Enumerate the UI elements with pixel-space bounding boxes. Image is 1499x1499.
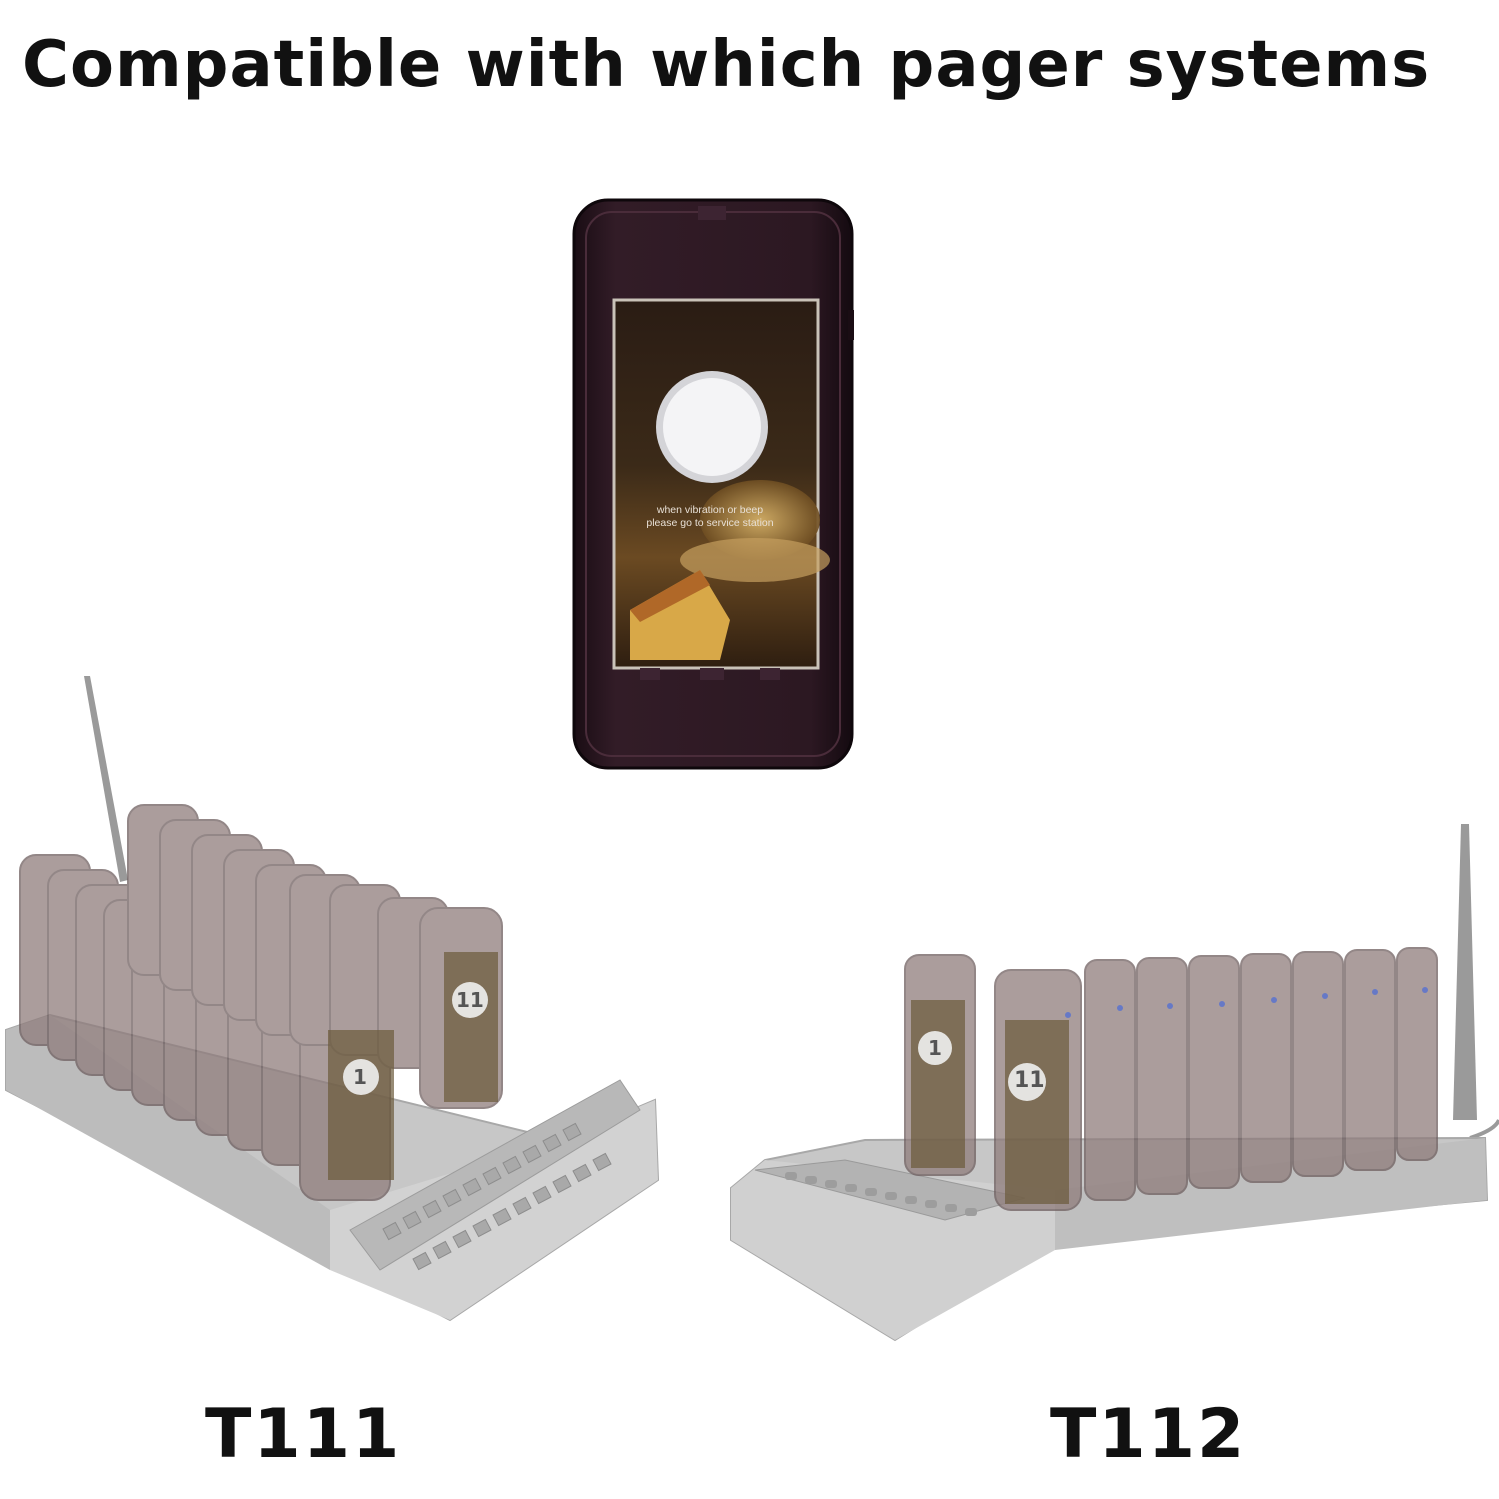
pager-screen-line-2: please go to service station xyxy=(646,517,774,529)
page-title: Compatible with which pager systems xyxy=(22,28,1431,102)
t112-illustration xyxy=(730,824,1499,1342)
model-label-t112: T112 xyxy=(1050,1395,1247,1474)
t111-base-station xyxy=(0,670,670,1360)
t112-pager-number-1: 1 xyxy=(928,1036,942,1060)
pager-device: when vibration or beep please go to serv… xyxy=(560,190,870,780)
pager-screen-text: when vibration or beep please go to serv… xyxy=(610,504,810,530)
t111-pager-number-1: 1 xyxy=(353,1065,367,1089)
t111-keypad xyxy=(382,1122,612,1271)
t112-keypad xyxy=(785,1172,977,1216)
t111-illustration xyxy=(5,676,660,1322)
t112-pager-number-11: 11 xyxy=(1014,1068,1045,1093)
model-label-t111: T111 xyxy=(205,1395,402,1474)
pager-device-illustration xyxy=(572,198,854,770)
t111-pagers xyxy=(19,804,503,1201)
t111-pager-number-11: 11 xyxy=(456,988,484,1012)
t112-base-station xyxy=(725,820,1499,1360)
pager-screen-line-1: when vibration or beep xyxy=(656,504,764,516)
